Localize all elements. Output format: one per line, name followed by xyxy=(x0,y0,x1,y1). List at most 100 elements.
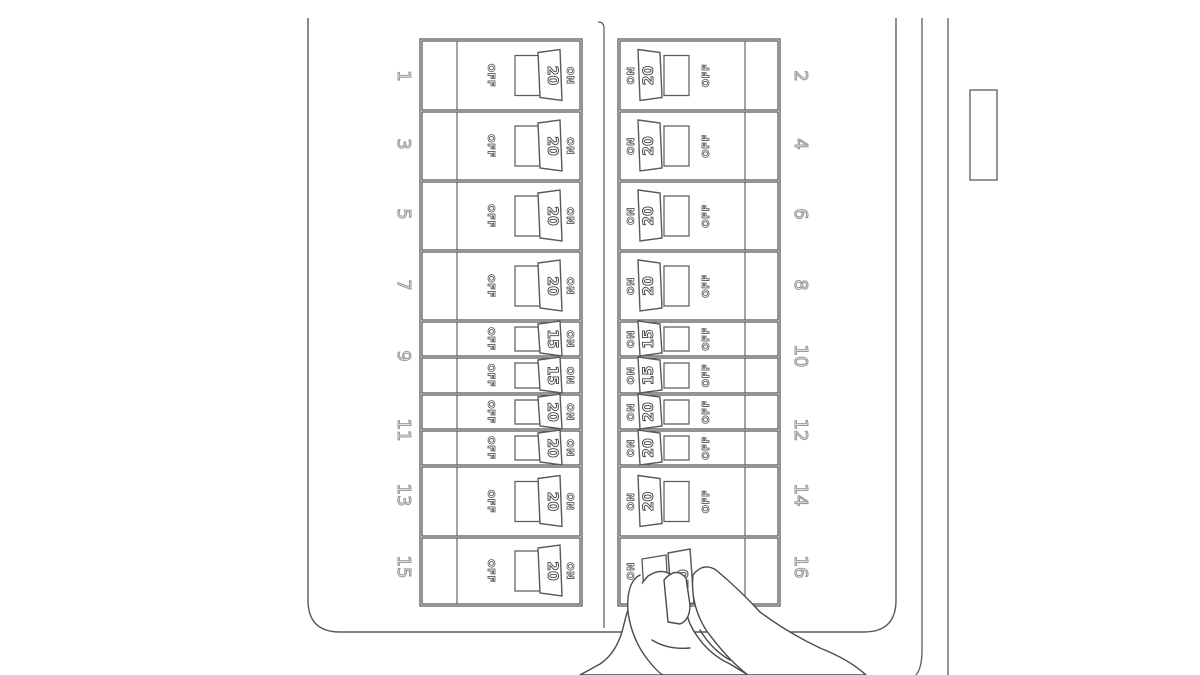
circuit-number-label: 5 xyxy=(393,208,414,219)
off-label: OFF xyxy=(701,64,712,88)
breaker-handle[interactable] xyxy=(637,393,663,430)
breaker-handle[interactable] xyxy=(537,119,563,172)
amp-rating: 20 xyxy=(544,492,560,512)
breaker-handle[interactable] xyxy=(537,544,563,597)
circuit-number-label: 10 xyxy=(790,345,811,368)
circuit-number-label: 8 xyxy=(790,279,811,290)
breaker-slot xyxy=(663,326,690,352)
door-edge xyxy=(915,18,923,675)
circuit-number-label: 12 xyxy=(790,419,811,442)
on-label: ON xyxy=(626,493,637,511)
on-label: ON xyxy=(626,562,637,580)
amp-rating: 20 xyxy=(544,206,560,226)
breaker-slot xyxy=(663,480,690,523)
breaker-slot xyxy=(514,326,541,352)
amp-rating: 20 xyxy=(641,402,657,422)
on-label: ON xyxy=(626,439,637,457)
on-label: ON xyxy=(564,493,575,511)
breaker-handle[interactable] xyxy=(637,474,663,528)
amp-rating: 15 xyxy=(641,366,657,385)
breaker-slot xyxy=(663,265,690,307)
circuit-number-label: 16 xyxy=(790,556,811,579)
circuit-number-label: 6 xyxy=(790,208,811,219)
breaker-slot xyxy=(514,435,541,461)
off-label: OFF xyxy=(485,559,496,583)
amp-rating: 20 xyxy=(641,206,657,226)
breaker-handle[interactable] xyxy=(537,320,563,357)
breaker-handle[interactable] xyxy=(637,259,663,312)
breaker-slot xyxy=(514,480,541,523)
breaker-slot xyxy=(514,125,541,167)
breaker-slot xyxy=(663,435,690,461)
on-label: ON xyxy=(626,277,637,295)
hand-flipping-breaker xyxy=(579,566,867,675)
on-label: ON xyxy=(564,330,575,348)
amp-rating: 20 xyxy=(544,276,560,296)
off-label: OFF xyxy=(701,274,712,298)
on-label: ON xyxy=(626,137,637,155)
on-label: ON xyxy=(626,330,637,348)
amp-rating: 20 xyxy=(544,438,560,458)
breaker-handle[interactable] xyxy=(637,356,663,394)
breaker-handle[interactable] xyxy=(637,320,663,357)
amp-rating: 20 xyxy=(544,66,560,86)
circuit-number-label: 7 xyxy=(393,279,414,290)
panel-enclosure xyxy=(307,18,897,633)
breaker-handle[interactable] xyxy=(637,189,663,242)
amp-rating: 20 xyxy=(544,561,560,581)
breaker-slot xyxy=(663,399,690,425)
breaker-handle[interactable] xyxy=(537,429,563,466)
breaker-handle[interactable] xyxy=(637,429,663,466)
breaker-handle[interactable] xyxy=(637,119,663,172)
amp-rating: 20 xyxy=(544,136,560,156)
breaker-handle[interactable] xyxy=(537,393,563,430)
off-label: OFF xyxy=(701,134,712,158)
breaker-slot xyxy=(663,362,690,389)
amp-rating: 15 xyxy=(544,366,560,385)
breaker-slot xyxy=(514,195,541,237)
amp-rating: 20 xyxy=(641,66,657,86)
off-label: OFF xyxy=(701,327,712,351)
breaker-handle[interactable] xyxy=(537,189,563,242)
off-label: OFF xyxy=(485,436,496,460)
breaker-slot xyxy=(663,125,690,167)
left-column-frame xyxy=(419,38,583,607)
breaker-handle[interactable] xyxy=(537,356,563,394)
on-label: ON xyxy=(564,277,575,295)
breaker-handle[interactable] xyxy=(537,259,563,312)
breaker-handle[interactable] xyxy=(637,48,663,102)
amp-rating: 20 xyxy=(544,402,560,422)
amp-rating: 15 xyxy=(544,329,560,348)
off-label: OFF xyxy=(485,327,496,351)
breaker-slot xyxy=(514,265,541,307)
off-label: OFF xyxy=(485,400,496,424)
off-label: OFF xyxy=(485,274,496,298)
on-label: ON xyxy=(626,207,637,225)
breaker-handle[interactable] xyxy=(537,474,563,528)
on-label: ON xyxy=(564,403,575,421)
breaker-handle[interactable] xyxy=(537,48,563,102)
breaker-slot xyxy=(514,550,541,592)
